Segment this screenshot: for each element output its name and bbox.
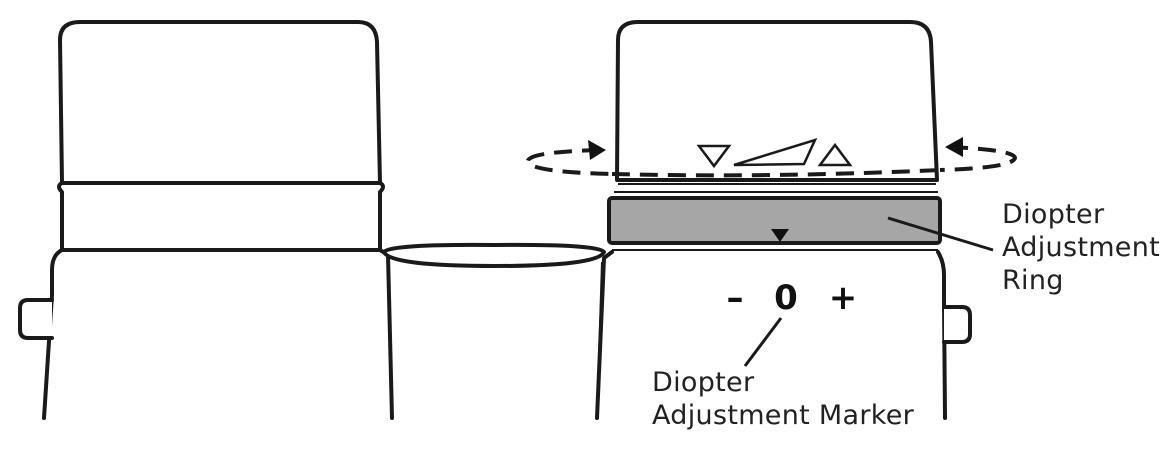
diopter-adjustment-ring: [607, 196, 942, 245]
rotation-indicator: [526, 137, 1018, 178]
scale-minus: –: [727, 278, 744, 318]
right-side-tab: [942, 305, 972, 344]
right-eyecup: [615, 20, 939, 182]
wedge-icon: [733, 137, 818, 167]
svg-text:Adjustment: Adjustment: [1002, 232, 1160, 263]
marker-leader-line: [743, 317, 783, 367]
ring-label: Diopter Adjustment Ring: [1002, 199, 1160, 296]
triangle-up-icon: [817, 142, 853, 167]
right-barrel: [595, 20, 972, 420]
rotation-ellipse-front: [611, 168, 941, 178]
rotation-ellipse-left: [526, 148, 613, 176]
left-barrel: [18, 20, 394, 420]
svg-text:Diopter: Diopter: [1002, 199, 1105, 230]
triangle-down-icon: [696, 144, 732, 169]
adjustment-symbols: [696, 137, 853, 169]
svg-text:Ring: Ring: [1002, 265, 1064, 296]
arrow-right-icon: [588, 140, 606, 160]
scale-plus: +: [829, 278, 858, 318]
scale-zero: 0: [774, 278, 798, 318]
marker-label: Diopter Adjustment Marker: [652, 367, 915, 431]
left-side-tab: [18, 298, 54, 340]
ring-pointer-icon: [771, 229, 789, 242]
svg-text:Diopter: Diopter: [652, 367, 755, 398]
ring-leader-line: [887, 216, 994, 252]
left-body: [42, 248, 394, 420]
left-eyecup: [58, 20, 382, 185]
left-ring: [57, 181, 385, 252]
bridge-top: [382, 242, 606, 268]
svg-text:Adjustment Marker: Adjustment Marker: [652, 400, 915, 431]
right-body: [595, 250, 947, 420]
diopter-scale: – 0 +: [727, 278, 858, 318]
arrow-left-icon: [945, 137, 963, 157]
rotation-ellipse-right: [939, 145, 1018, 172]
center-bridge: [382, 242, 606, 419]
